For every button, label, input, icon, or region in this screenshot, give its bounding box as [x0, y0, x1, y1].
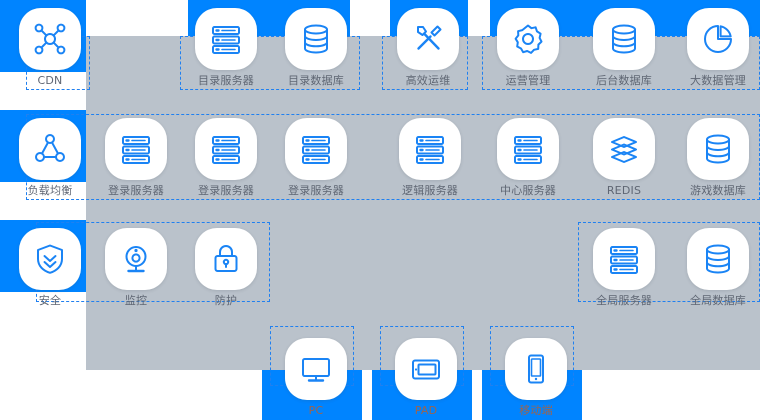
- node-login-server-1[interactable]: 登录服务器: [98, 118, 174, 198]
- node-card-login-server-2[interactable]: [195, 118, 257, 180]
- node-card-pc[interactable]: [285, 338, 347, 400]
- server-rack-icon: [212, 26, 240, 54]
- node-card-load-balancing[interactable]: [19, 118, 81, 180]
- node-card-center-server[interactable]: [497, 118, 559, 180]
- node-label-load-balancing: 负载均衡: [27, 184, 73, 197]
- node-label-login-server-2: 登录服务器: [198, 184, 254, 197]
- node-label-protection: 防护: [214, 294, 238, 307]
- shield-icon: [37, 244, 63, 274]
- node-game-database[interactable]: 游戏数据库: [680, 118, 756, 198]
- node-label-center-server: 中心服务器: [500, 184, 556, 197]
- node-redis[interactable]: REDIS: [586, 118, 662, 198]
- node-mobile[interactable]: 移动端: [498, 338, 574, 418]
- database-cylinder-icon: [612, 24, 636, 54]
- node-card-monitoring[interactable]: [105, 228, 167, 290]
- server-rack-icon: [302, 136, 330, 164]
- node-global-server[interactable]: 全局服务器: [586, 228, 662, 308]
- node-monitoring[interactable]: 监控: [98, 228, 174, 308]
- node-card-security[interactable]: [19, 228, 81, 290]
- node-card-directory-database[interactable]: [285, 8, 347, 70]
- node-pc[interactable]: PC: [278, 338, 354, 418]
- stacked-layers-icon: [611, 136, 637, 163]
- node-card-logic-server[interactable]: [399, 118, 461, 180]
- node-label-game-database: 游戏数据库: [690, 184, 746, 197]
- server-rack-icon: [416, 136, 444, 164]
- node-label-bigdata-management: 大数据管理: [690, 74, 746, 87]
- node-label-login-server-1: 登录服务器: [108, 184, 164, 197]
- node-logic-server[interactable]: 逻辑服务器: [392, 118, 468, 198]
- node-card-cdn[interactable]: [19, 8, 81, 70]
- gear-icon: [514, 24, 543, 54]
- node-backend-database[interactable]: 后台数据库: [586, 8, 662, 88]
- server-rack-icon: [212, 136, 240, 164]
- pie-chart-icon: [704, 25, 732, 53]
- node-card-efficient-ops[interactable]: [397, 8, 459, 70]
- gray-panel-main: [86, 36, 760, 370]
- node-cdn[interactable]: CDN: [12, 8, 88, 88]
- node-card-backend-database[interactable]: [593, 8, 655, 70]
- node-login-server-2[interactable]: 登录服务器: [188, 118, 264, 198]
- node-card-redis[interactable]: [593, 118, 655, 180]
- node-label-global-server: 全局服务器: [596, 294, 652, 307]
- tablet-icon: [412, 359, 440, 380]
- database-cylinder-icon: [304, 24, 328, 54]
- node-efficient-ops[interactable]: 高效运维: [390, 8, 466, 88]
- node-label-login-server-3: 登录服务器: [288, 184, 344, 197]
- cdn-network-icon: [34, 23, 66, 55]
- node-label-security: 安全: [38, 294, 62, 307]
- node-label-directory-database: 目录数据库: [288, 74, 344, 87]
- server-rack-icon: [122, 136, 150, 164]
- node-label-mobile: 移动端: [519, 404, 553, 417]
- node-card-protection[interactable]: [195, 228, 257, 290]
- node-global-database[interactable]: 全局数据库: [680, 228, 756, 308]
- node-protection[interactable]: 防护: [188, 228, 264, 308]
- group-directory: [180, 36, 360, 90]
- node-label-efficient-ops: 高效运维: [405, 74, 451, 87]
- smartphone-icon: [528, 354, 544, 384]
- database-cylinder-icon: [706, 134, 730, 164]
- node-pad[interactable]: PAD: [388, 338, 464, 418]
- server-rack-icon: [514, 136, 542, 164]
- node-label-global-database: 全局数据库: [690, 294, 746, 307]
- node-operations-management[interactable]: 运营管理: [490, 8, 566, 88]
- node-card-game-database[interactable]: [687, 118, 749, 180]
- node-card-bigdata-management[interactable]: [687, 8, 749, 70]
- node-label-backend-database: 后台数据库: [596, 74, 652, 87]
- node-card-global-database[interactable]: [687, 228, 749, 290]
- node-directory-database[interactable]: 目录数据库: [278, 8, 354, 88]
- node-label-cdn: CDN: [37, 74, 63, 87]
- node-label-logic-server: 逻辑服务器: [402, 184, 458, 197]
- node-card-global-server[interactable]: [593, 228, 655, 290]
- node-login-server-3[interactable]: 登录服务器: [278, 118, 354, 198]
- node-label-monitoring: 监控: [124, 294, 148, 307]
- load-balance-node-icon: [35, 134, 65, 162]
- node-directory-server[interactable]: 目录服务器: [188, 8, 264, 88]
- node-center-server[interactable]: 中心服务器: [490, 118, 566, 198]
- node-card-operations-management[interactable]: [497, 8, 559, 70]
- node-card-login-server-3[interactable]: [285, 118, 347, 180]
- node-label-redis: REDIS: [606, 184, 642, 197]
- node-load-balancing[interactable]: 负载均衡: [12, 118, 88, 198]
- lock-icon: [214, 245, 238, 272]
- camera-monitor-icon: [125, 246, 147, 273]
- node-label-directory-server: 目录服务器: [198, 74, 254, 87]
- tools-wrench-screwdriver-icon: [417, 25, 442, 50]
- desktop-monitor-icon: [302, 358, 330, 382]
- node-bigdata-management[interactable]: 大数据管理: [680, 8, 756, 88]
- node-label-operations-management: 运营管理: [505, 74, 551, 87]
- database-cylinder-icon: [706, 244, 730, 274]
- node-card-mobile[interactable]: [505, 338, 567, 400]
- node-card-directory-server[interactable]: [195, 8, 257, 70]
- node-security[interactable]: 安全: [12, 228, 88, 308]
- node-label-pc: PC: [308, 404, 324, 417]
- server-rack-icon: [610, 246, 638, 274]
- node-card-login-server-1[interactable]: [105, 118, 167, 180]
- node-label-pad: PAD: [414, 404, 438, 417]
- node-card-pad[interactable]: [395, 338, 457, 400]
